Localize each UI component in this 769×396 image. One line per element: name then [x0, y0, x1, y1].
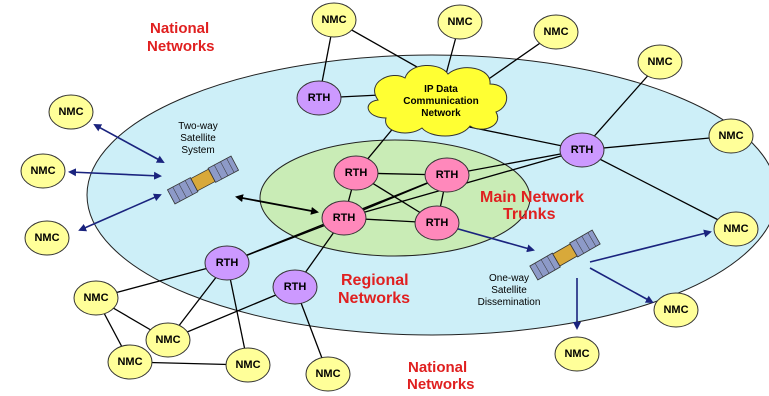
label-national-networks-top-line2: Networks — [147, 38, 215, 55]
nmc-node-label: NMC — [83, 292, 108, 304]
cloud-label-line3: Network — [421, 108, 461, 119]
nmc-node-shape — [533, 14, 579, 50]
nmc-node: NMC — [20, 153, 66, 189]
rth-node-shape — [272, 269, 318, 305]
nmc-node: NMC — [48, 94, 94, 130]
nmc-node-label: NMC — [30, 165, 55, 177]
nmc-node: NMC — [73, 280, 119, 316]
label-regional-networks-line2: Networks — [338, 290, 410, 307]
two-way-satellite-icon — [166, 155, 240, 205]
nmc-node-shape — [713, 211, 759, 247]
nmc-node: NMC — [145, 322, 191, 358]
rth-node-label: RTH — [571, 144, 594, 156]
rth-node-label: RTH — [426, 217, 449, 229]
nmc-node-label: NMC — [718, 130, 743, 142]
rth-node-shape — [321, 200, 367, 236]
nmc-node-shape — [311, 2, 357, 38]
nmc-node-shape — [107, 344, 153, 380]
nmc-node-shape — [305, 356, 351, 392]
cloud-label-line1: IP Data — [424, 84, 458, 95]
nmc-node: NMC — [311, 2, 357, 38]
nmc-node: NMC — [225, 347, 271, 383]
label-national-networks-top-line1: National — [150, 20, 209, 37]
nmc-node-shape — [20, 153, 66, 189]
label-national-networks-bottom-line2: Networks — [407, 376, 475, 393]
nmc-node-shape — [437, 4, 483, 40]
nmc-node: NMC — [24, 220, 70, 256]
rth-node: RTH — [424, 157, 470, 193]
ip-data-network-cloud: IP Data Communication Network — [367, 65, 507, 137]
nmc-node-shape — [708, 118, 754, 154]
nmc-node-label: NMC — [34, 232, 59, 244]
nmc-node-label: NMC — [321, 14, 346, 26]
rth-node: RTH — [414, 205, 460, 241]
nmc-node-label: NMC — [58, 106, 83, 118]
label-main-network-line2: Trunks — [503, 206, 556, 223]
rth-node: RTH — [333, 155, 379, 191]
nmc-node-label: NMC — [647, 56, 672, 68]
label-regional-networks-line1: Regional — [341, 272, 409, 289]
nmc-node: NMC — [305, 356, 351, 392]
rth-node-shape — [559, 132, 605, 168]
rth-node: RTH — [321, 200, 367, 236]
label-one-way-line3: Dissemination — [478, 297, 541, 308]
label-two-way-line1: Two-way — [178, 121, 217, 132]
rth-node-label: RTH — [436, 169, 459, 181]
nmc-node: NMC — [637, 44, 683, 80]
nmc-node: NMC — [708, 118, 754, 154]
nmc-node-label: NMC — [723, 223, 748, 235]
nmc-node-shape — [637, 44, 683, 80]
label-one-way-line2: Satellite — [491, 285, 527, 296]
nmc-node-shape — [225, 347, 271, 383]
label-two-way-line2: Satellite — [180, 133, 216, 144]
nmc-node: NMC — [533, 14, 579, 50]
rth-node: RTH — [204, 245, 250, 281]
nmc-node-label: NMC — [543, 26, 568, 38]
cloud-label-line2: Communication — [403, 96, 479, 107]
rth-node: RTH — [272, 269, 318, 305]
label-two-way-line3: System — [181, 145, 214, 156]
label-national-networks-bottom-line1: National — [408, 359, 467, 376]
nmc-node: NMC — [554, 336, 600, 372]
rth-node: RTH — [559, 132, 605, 168]
rth-node-shape — [204, 245, 250, 281]
nmc-node-label: NMC — [155, 334, 180, 346]
rth-node: RTH — [296, 80, 342, 116]
nmc-node-label: NMC — [235, 359, 260, 371]
network-nodes: NMC NMC NMC NMC NMC NMC NMC NMC NMC NMC NMC NMC NMC N… — [20, 2, 759, 392]
nmc-node-shape — [48, 94, 94, 130]
rth-node-label: RTH — [333, 212, 356, 224]
label-one-way-line1: One-way — [489, 273, 529, 284]
nmc-node-shape — [73, 280, 119, 316]
rth-node-shape — [414, 205, 460, 241]
nmc-node: NMC — [107, 344, 153, 380]
one-way-satellite-icon — [529, 229, 601, 281]
nmc-node-label: NMC — [447, 16, 472, 28]
nmc-node-shape — [653, 292, 699, 328]
nmc-node: NMC — [437, 4, 483, 40]
nmc-node-label: NMC — [315, 368, 340, 380]
nmc-node: NMC — [713, 211, 759, 247]
nmc-node-label: NMC — [117, 356, 142, 368]
rth-node-shape — [424, 157, 470, 193]
rth-node-label: RTH — [345, 167, 368, 179]
nmc-node-shape — [145, 322, 191, 358]
rth-node-label: RTH — [308, 92, 331, 104]
rth-node-label: RTH — [216, 257, 239, 269]
rth-node-label: RTH — [284, 281, 307, 293]
rth-node-shape — [296, 80, 342, 116]
nmc-node-label: NMC — [663, 304, 688, 316]
nmc-node: NMC — [653, 292, 699, 328]
nmc-node-shape — [24, 220, 70, 256]
nmc-node-label: NMC — [564, 348, 589, 360]
label-main-network-line1: Main Network — [480, 189, 584, 206]
nmc-node-shape — [554, 336, 600, 372]
rth-node-shape — [333, 155, 379, 191]
